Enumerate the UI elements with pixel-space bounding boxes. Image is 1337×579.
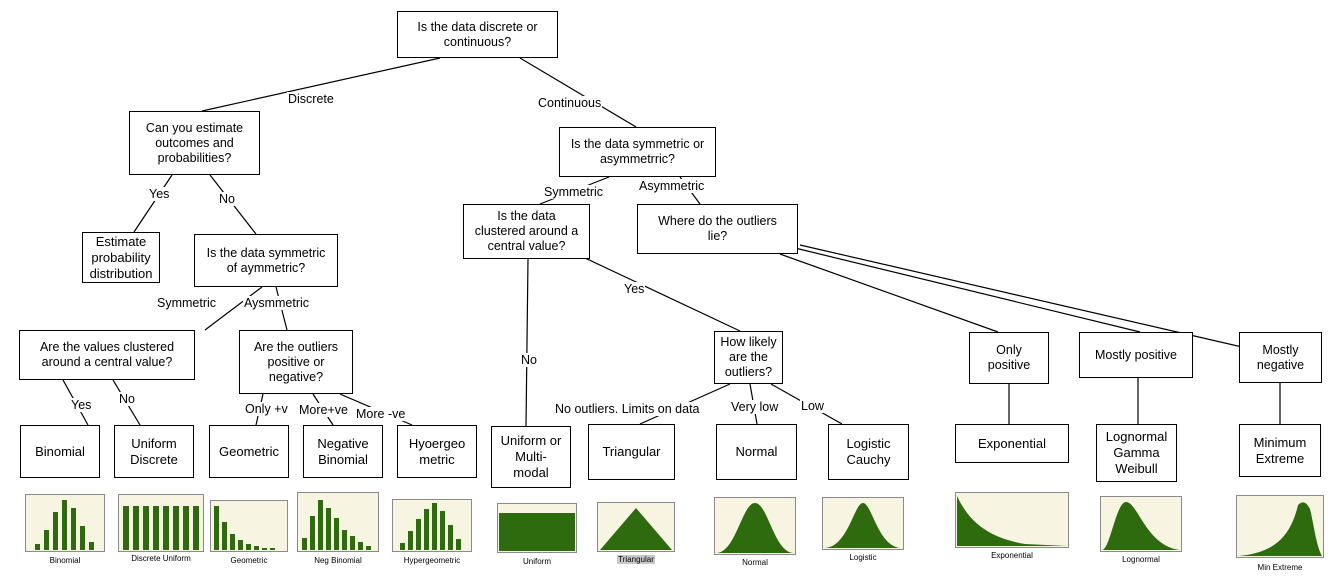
thumb-triangular bbox=[597, 502, 675, 552]
edge-label-continuous: Continuous bbox=[537, 96, 603, 110]
thumb-label-geometric: Geometric bbox=[230, 556, 268, 565]
thumb-label-exponential: Exponential bbox=[991, 551, 1033, 560]
edge-label-very-low: Very low bbox=[730, 400, 780, 414]
thumb-label-neg-binomial: Neg Binomial bbox=[314, 556, 362, 565]
thumb-geometric bbox=[210, 500, 288, 552]
node-discrete-or-continuous: Is the data discrete or continuous? bbox=[397, 11, 558, 58]
leaf-uniform-multimodal: Uniform or Multi- modal bbox=[491, 426, 571, 488]
edge-label-asymmetric-discrete: Aysmmetric bbox=[243, 296, 311, 310]
node-mostly-positive: Mostly positive bbox=[1079, 332, 1193, 378]
edge-label-no-binomial: No bbox=[118, 392, 136, 406]
thumb-label-discrete-uniform: Discrete Uniform bbox=[131, 554, 191, 563]
node-continuous-cluster-q: Is the data clustered around a central v… bbox=[463, 204, 590, 259]
leaf-triangular: Triangular bbox=[588, 424, 675, 480]
node-continuous-symmetric-q: Is the data symmetric or asymmetrric? bbox=[559, 127, 716, 177]
thumb-label-hypergeometric: Hypergeometric bbox=[403, 556, 461, 565]
thumb-hypergeometric bbox=[392, 499, 472, 552]
edge-label-no-outliers: No outliers. Limits on data bbox=[554, 402, 701, 416]
thumb-neg-binomial bbox=[297, 492, 379, 552]
edge-label-discrete: Discrete bbox=[287, 92, 335, 106]
edge-label-low: Low bbox=[800, 399, 825, 413]
node-discrete-cluster-q: Are the values clustered around a centra… bbox=[19, 330, 195, 380]
thumb-min-extreme bbox=[1236, 495, 1324, 558]
leaf-hypergeometric: Hyoergeo metric bbox=[397, 425, 477, 478]
thumb-label-triangular: Triangular bbox=[617, 555, 655, 564]
edge-label-asymmetric-continuous: Asymmetric bbox=[638, 179, 706, 193]
node-estimate-distribution: Estimate probability distribution bbox=[82, 232, 160, 283]
leaf-uniform-discrete: Uniform Discrete bbox=[114, 425, 194, 478]
node-discrete-outliers-q: Are the outliers positive or negative? bbox=[239, 330, 353, 394]
leaf-negative-binomial: Negative Binomial bbox=[303, 425, 383, 478]
edge-label-yes-binomial: Yes bbox=[70, 398, 93, 412]
edge-label-more-neg: More -ve bbox=[355, 407, 407, 421]
leaf-geometric: Geometric bbox=[209, 425, 289, 478]
leaf-minimum-extreme: Minimum Extreme bbox=[1239, 424, 1321, 477]
thumb-uniform bbox=[497, 503, 577, 553]
edge-label-symmetric-discrete: Symmetric bbox=[156, 296, 218, 310]
edge-label-symmetric-continuous: Symmetric bbox=[543, 185, 605, 199]
edge-label-only-pos-v: Only +v bbox=[244, 402, 289, 416]
thumb-label-logistic: Logistic bbox=[849, 553, 877, 562]
node-discrete-symmetric-q: Is the data symmetric of aymmetric? bbox=[194, 234, 338, 287]
node-outliers-likely-q: How likely are the outliers? bbox=[714, 331, 783, 384]
edge-label-no-uniform: No bbox=[520, 353, 538, 367]
node-mostly-negative: Mostly negative bbox=[1239, 332, 1322, 383]
thumb-lognormal bbox=[1100, 496, 1182, 552]
edge-label-yes-likely: Yes bbox=[623, 282, 646, 296]
leaf-binomial: Binomial bbox=[20, 425, 100, 478]
edge-label-more-pos: More+ve bbox=[298, 403, 349, 417]
thumb-label-uniform: Uniform bbox=[522, 557, 551, 566]
thumb-exponential bbox=[955, 492, 1069, 548]
thumb-label-normal: Normal bbox=[742, 558, 768, 567]
node-only-positive: Only positive bbox=[969, 332, 1049, 384]
leaf-normal: Normal bbox=[716, 424, 797, 480]
leaf-lognormal-gamma-weibull: Lognormal Gamma Weibull bbox=[1096, 424, 1177, 482]
edge-label-no-estimate: No bbox=[218, 192, 236, 206]
leaf-logistic-cauchy: Logistic Cauchy bbox=[828, 424, 909, 480]
thumb-label-min-extreme: Min Extreme bbox=[1257, 563, 1303, 572]
edge-label-yes-estimate: Yes bbox=[148, 187, 171, 201]
thumb-label-lognormal: Lognormal bbox=[1122, 555, 1160, 564]
thumb-binomial bbox=[25, 494, 105, 552]
thumb-logistic bbox=[822, 497, 904, 550]
thumb-discrete-uniform bbox=[118, 494, 204, 552]
node-estimate-outcomes: Can you estimate outcomes and probabilit… bbox=[129, 111, 260, 175]
thumb-normal bbox=[714, 497, 796, 555]
leaf-exponential: Exponential bbox=[955, 424, 1069, 463]
thumb-label-binomial: Binomial bbox=[49, 556, 81, 565]
node-continuous-outliers-q: Where do the outliers lie? bbox=[637, 204, 798, 254]
